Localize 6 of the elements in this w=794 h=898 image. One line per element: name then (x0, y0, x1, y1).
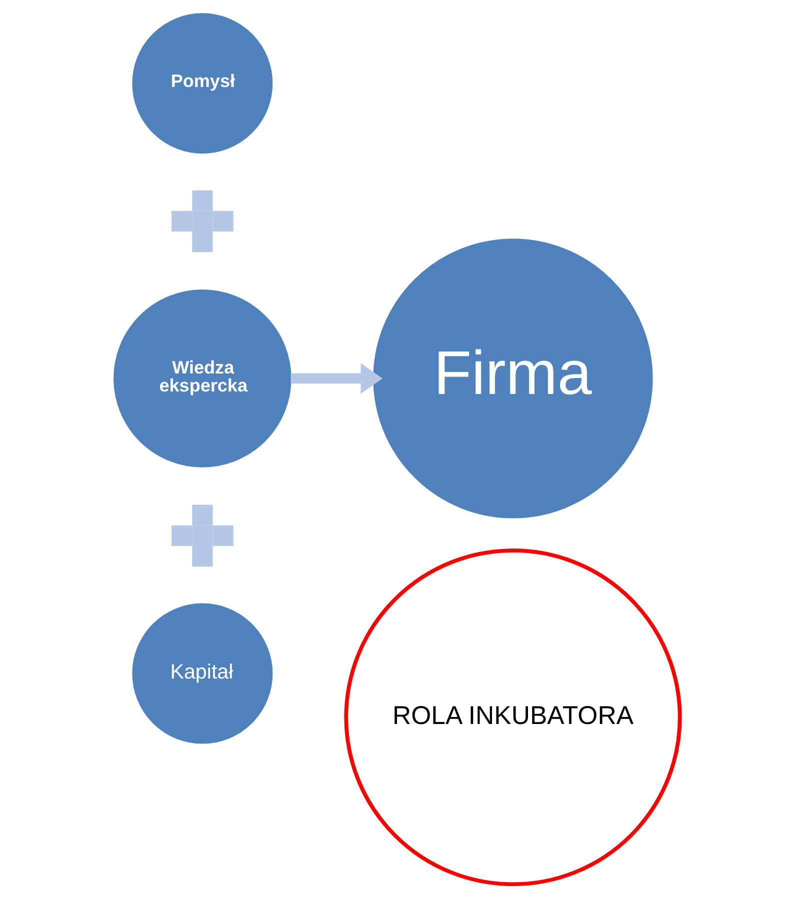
node-circle: Firma (373, 238, 653, 518)
node-circle: Wiedza ekspercka (114, 290, 292, 468)
node-circle: Pomysł (132, 13, 273, 154)
node-circle: Kapitał (132, 603, 273, 744)
node-circle: ROLA INKUBATORA (344, 548, 682, 886)
arrow (290, 363, 383, 394)
